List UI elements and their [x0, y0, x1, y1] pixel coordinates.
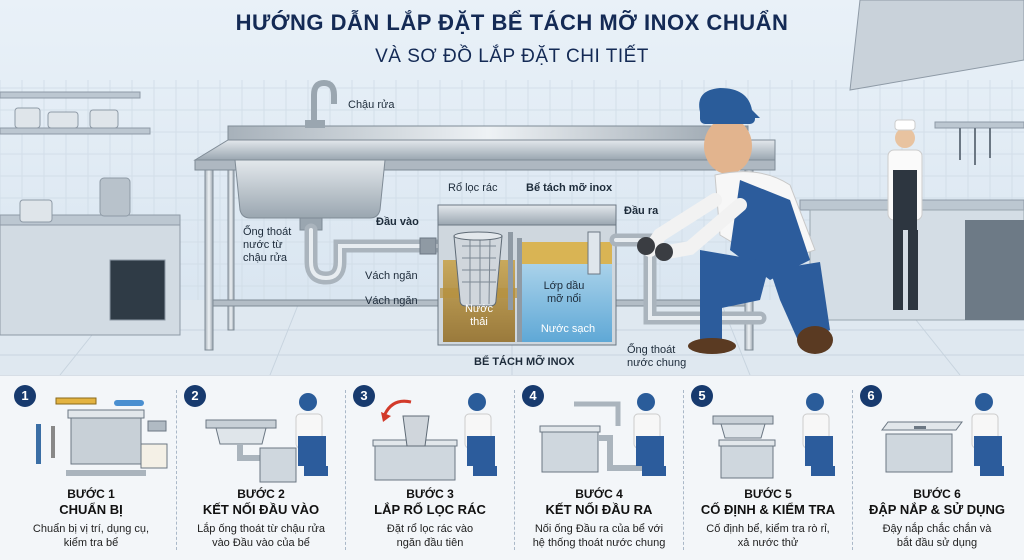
- step-title: ĐẬP NẮP & SỬ DỤNG: [869, 502, 1005, 517]
- step-name: BƯỚC 3: [406, 487, 454, 501]
- label-tank-caption: BỂ TÁCH MỠ INOX: [474, 356, 575, 368]
- step-description: Nối ống Đầu ra của bể với hệ thống thoát…: [532, 523, 666, 549]
- lid-close-icon: [881, 393, 1004, 476]
- step-description: Lắp ống thoát từ chậu rửa vào Đầu vào củ…: [197, 523, 325, 549]
- label-sink: Chậu rửa: [348, 99, 395, 111]
- step-3: 3 BƯỚC 3 LẮP RỔ LỌC RÁC Đặt rổ lọc rác v…: [345, 376, 515, 560]
- tools-icon: [36, 397, 168, 476]
- inspection-icon: [712, 393, 835, 479]
- step-number-badge: 1: [14, 385, 36, 407]
- step-6: 6 BƯỚC 6 ĐẬP NẮP & SỬ DỤNG Đậy nắp chắc …: [852, 376, 1022, 560]
- step-title: KẾT NỐI ĐẦU RA: [545, 502, 653, 517]
- step-title: LẮP RỔ LỌC RÁC: [374, 502, 486, 517]
- step-title: CỐ ĐỊNH & KIỂM TRA: [700, 502, 836, 517]
- label-filter-basket: Rổ lọc rác: [448, 182, 498, 194]
- label-inlet: Đầu vào: [376, 216, 419, 228]
- step-1: 1 BƯỚC 1 CHUẨN BỊ Chuẩn bị vị trí, dụng …: [6, 376, 176, 560]
- inlet-connection-icon: [205, 393, 328, 483]
- cook-figure: [887, 119, 923, 310]
- worker-figure: [637, 88, 833, 354]
- label-common-drain: Ống thoát nước chung: [627, 344, 687, 369]
- label-clean-water: Nước sạch: [540, 323, 596, 335]
- step-4: 4 BƯỚC 4 KẾT NỐI ĐẦU RA Nối ống Đầu ra c…: [514, 376, 684, 560]
- step-name: BƯỚC 5: [744, 487, 792, 501]
- step-2: 2 BƯỚC 2 KẾT NỐI ĐẦU VÀO Lắp ống thoát t…: [176, 376, 346, 560]
- label-outlet: Đầu ra: [624, 205, 659, 217]
- step-name: BƯỚC 1: [67, 487, 115, 501]
- step-name: BƯỚC 2: [237, 487, 285, 501]
- label-drain-from-sink: Ống thoát nước từ chậu rửa: [243, 226, 292, 264]
- page-subtitle: VÀ SƠ ĐỒ LẮP ĐẶT CHI TIẾT: [375, 46, 649, 67]
- label-baffle-1: Vách ngăn: [365, 270, 418, 282]
- label-baffle-2: Vách ngăn: [365, 295, 418, 307]
- filter-basket-icon: [372, 393, 497, 481]
- installation-scene: HƯỚNG DẪN LẮP ĐẶT BỂ TÁCH MỠ INOX CHUẨN …: [0, 0, 1024, 375]
- steps-panel: 1 BƯỚC 1 CHUẨN BỊ Chuẩn bị vị trí, dụng …: [0, 375, 1024, 560]
- step-description: Chuẩn bị vị trí, dụng cụ, kiểm tra bể: [32, 523, 150, 549]
- page-title: HƯỚNG DẪN LẮP ĐẶT BỂ TÁCH MỠ INOX CHUẨN: [235, 10, 789, 35]
- kitchen-illustration: [0, 0, 1024, 375]
- step-name: BƯỚC 6: [913, 487, 961, 501]
- outlet-connection-icon: [539, 393, 666, 476]
- step-number-badge: 5: [691, 385, 713, 407]
- label-tank: Bể tách mỡ inox: [526, 182, 613, 194]
- step-5: 5 BƯỚC 5 CỐ ĐỊNH & KIỂM TRA Cố định bể, …: [683, 376, 853, 560]
- step-number-badge: 6: [860, 385, 882, 407]
- step-description: Đặt rổ lọc rác vào ngăn đầu tiên: [386, 523, 474, 549]
- label-waste-water: Nước thải: [464, 303, 494, 328]
- step-number-badge: 3: [353, 385, 375, 407]
- step-title: CHUẨN BỊ: [59, 502, 123, 517]
- step-name: BƯỚC 4: [575, 487, 623, 501]
- step-number-badge: 4: [522, 385, 544, 407]
- step-description: Cố định bể, kiểm tra rò rỉ, xả nước thử: [706, 523, 830, 549]
- label-grease-layer: Lớp dầu mỡ nổi: [543, 280, 585, 305]
- step-title: KẾT NỐI ĐẦU VÀO: [202, 502, 320, 517]
- step-number-badge: 2: [184, 385, 206, 407]
- step-description: Đậy nắp chắc chắn và bắt đầu sử dụng: [882, 523, 992, 549]
